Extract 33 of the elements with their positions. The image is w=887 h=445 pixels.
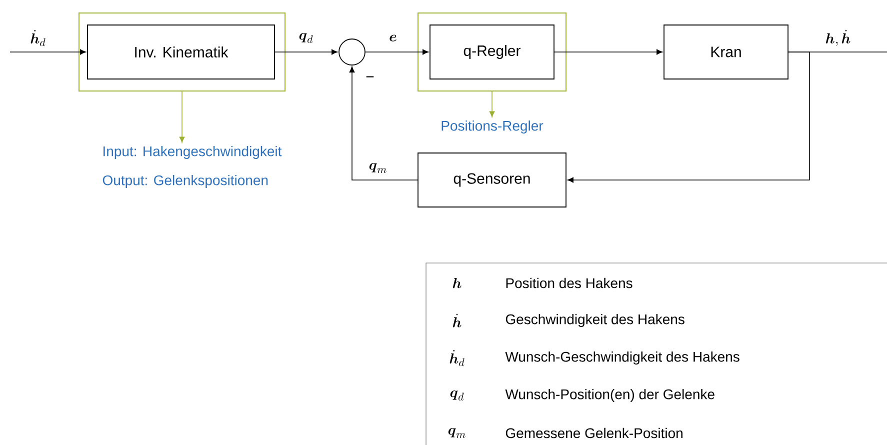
table-cell: Geschwindigkeit des Hakens xyxy=(506,314,684,328)
edge-label: $\boldsymbol{h}, \dot{\boldsymbol{h}}$ xyxy=(824,28,852,48)
arrow xyxy=(10,49,86,55)
arrow xyxy=(568,52,810,183)
symbol: $\boldsymbol{h}$ xyxy=(452,278,462,288)
arrow xyxy=(349,66,418,180)
arrow xyxy=(274,49,338,55)
symbol: $\dot{\boldsymbol{h}}$ xyxy=(452,314,462,328)
symbol: $\dot{\boldsymbol{h}}_d$ xyxy=(450,350,464,366)
process-box: Kran xyxy=(664,24,788,80)
note-text: Input: Hakengeschwindigkeit Output: Gelenkspositionen xyxy=(102,146,282,188)
table-cell: Wunsch-Geschwindigkeit des Hakens xyxy=(505,351,740,365)
symbol: $\boldsymbol{q}_d$ xyxy=(450,390,464,400)
edge-label: $\boldsymbol{q}_m$ xyxy=(368,162,388,174)
symbol: $\boldsymbol{q}_m$ xyxy=(448,428,466,438)
arrow xyxy=(365,49,428,55)
edge-label: $\boldsymbol{q}_d$ xyxy=(298,32,314,44)
edge-label: $\dot{\boldsymbol{h}}_d$ xyxy=(29,29,47,47)
table-cell: Gemessene Gelenk-Position xyxy=(506,428,682,438)
note-text: Positions-Regler xyxy=(442,120,544,134)
minus-sign: − xyxy=(366,76,374,78)
edge-label: $\boldsymbol{e}$ xyxy=(388,34,398,42)
process-box: q-Sensoren xyxy=(418,152,566,208)
arrow xyxy=(554,49,662,55)
process-box: Inv. Kinematik xyxy=(87,24,275,80)
table-cell: Position des Hakens xyxy=(506,278,632,288)
frame-box xyxy=(418,12,566,92)
arrow xyxy=(489,91,495,118)
process-box: q-Regler xyxy=(430,24,554,80)
arrow xyxy=(179,91,185,143)
table-cell: Wunsch-Position(en) der Gelenke xyxy=(505,388,714,402)
frame-box xyxy=(78,12,286,92)
summing-circle xyxy=(338,38,366,66)
